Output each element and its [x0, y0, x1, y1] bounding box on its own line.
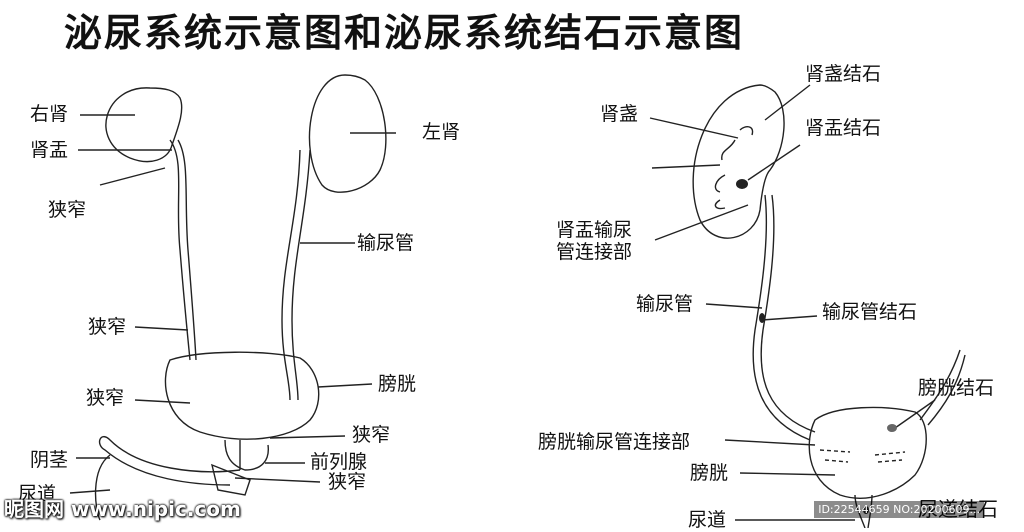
label-left-kidney: 左肾 [422, 121, 461, 143]
bladder-stone-mark [887, 424, 897, 432]
left-ureter [281, 149, 301, 401]
ureter-stone-mark [759, 313, 765, 323]
label-pelvis-stone: 肾盂结石 [805, 117, 882, 139]
label-calyx: 肾盏 [600, 103, 639, 125]
label-bladder-stone: 膀胱结石 [918, 377, 995, 399]
label-urethra-right: 尿道 [688, 509, 727, 531]
label-narrow-5: 狭窄 [328, 471, 367, 493]
label-narrow-3: 狭窄 [86, 387, 125, 409]
watermark-site: 昵图网 www.nipic.com [4, 497, 241, 521]
bladder-shape-right [808, 406, 927, 499]
left-kidney-shape [308, 74, 387, 193]
label-ureter-right: 输尿管 [636, 293, 694, 315]
label-ureterovesical-junction: 膀胱输尿管连接部 [538, 431, 691, 453]
pelvis-stone-mark [736, 179, 748, 189]
label-urethra-left: 尿道 [18, 483, 57, 505]
label-right-kidney: 右肾 [30, 103, 69, 125]
penis-shape [98, 435, 241, 486]
right-ureter [169, 139, 191, 361]
bladder-shape [164, 351, 320, 440]
urethral-stone-mark [863, 506, 869, 514]
label-ureteropelvic-junction: 肾盂输尿 管连接部 [556, 219, 633, 263]
label-bladder-left: 膀胱 [378, 373, 417, 395]
label-renal-pelvis: 肾盂 [30, 139, 69, 161]
label-penis: 阴茎 [30, 449, 69, 471]
label-calyx-stone: 肾盏结石 [805, 63, 882, 85]
page-title: 泌尿系统示意图和泌尿系统结石示意图 [64, 11, 745, 55]
label-prostate: 前列腺 [310, 451, 368, 473]
label-narrow-1: 狭窄 [48, 199, 87, 221]
label-ureter-stone: 输尿管结石 [822, 301, 918, 323]
label-ureter-left: 输尿管 [357, 232, 415, 254]
label-narrow-4: 狭窄 [352, 424, 391, 446]
label-narrow-2: 狭窄 [88, 316, 127, 338]
label-urethral-stone: 尿道结石 [918, 497, 998, 521]
kidney-shape [692, 84, 785, 239]
watermark-id: ID:22544659 NO:20200609... [814, 501, 984, 518]
label-bladder-right: 膀胱 [690, 462, 729, 484]
ureter [752, 194, 811, 441]
